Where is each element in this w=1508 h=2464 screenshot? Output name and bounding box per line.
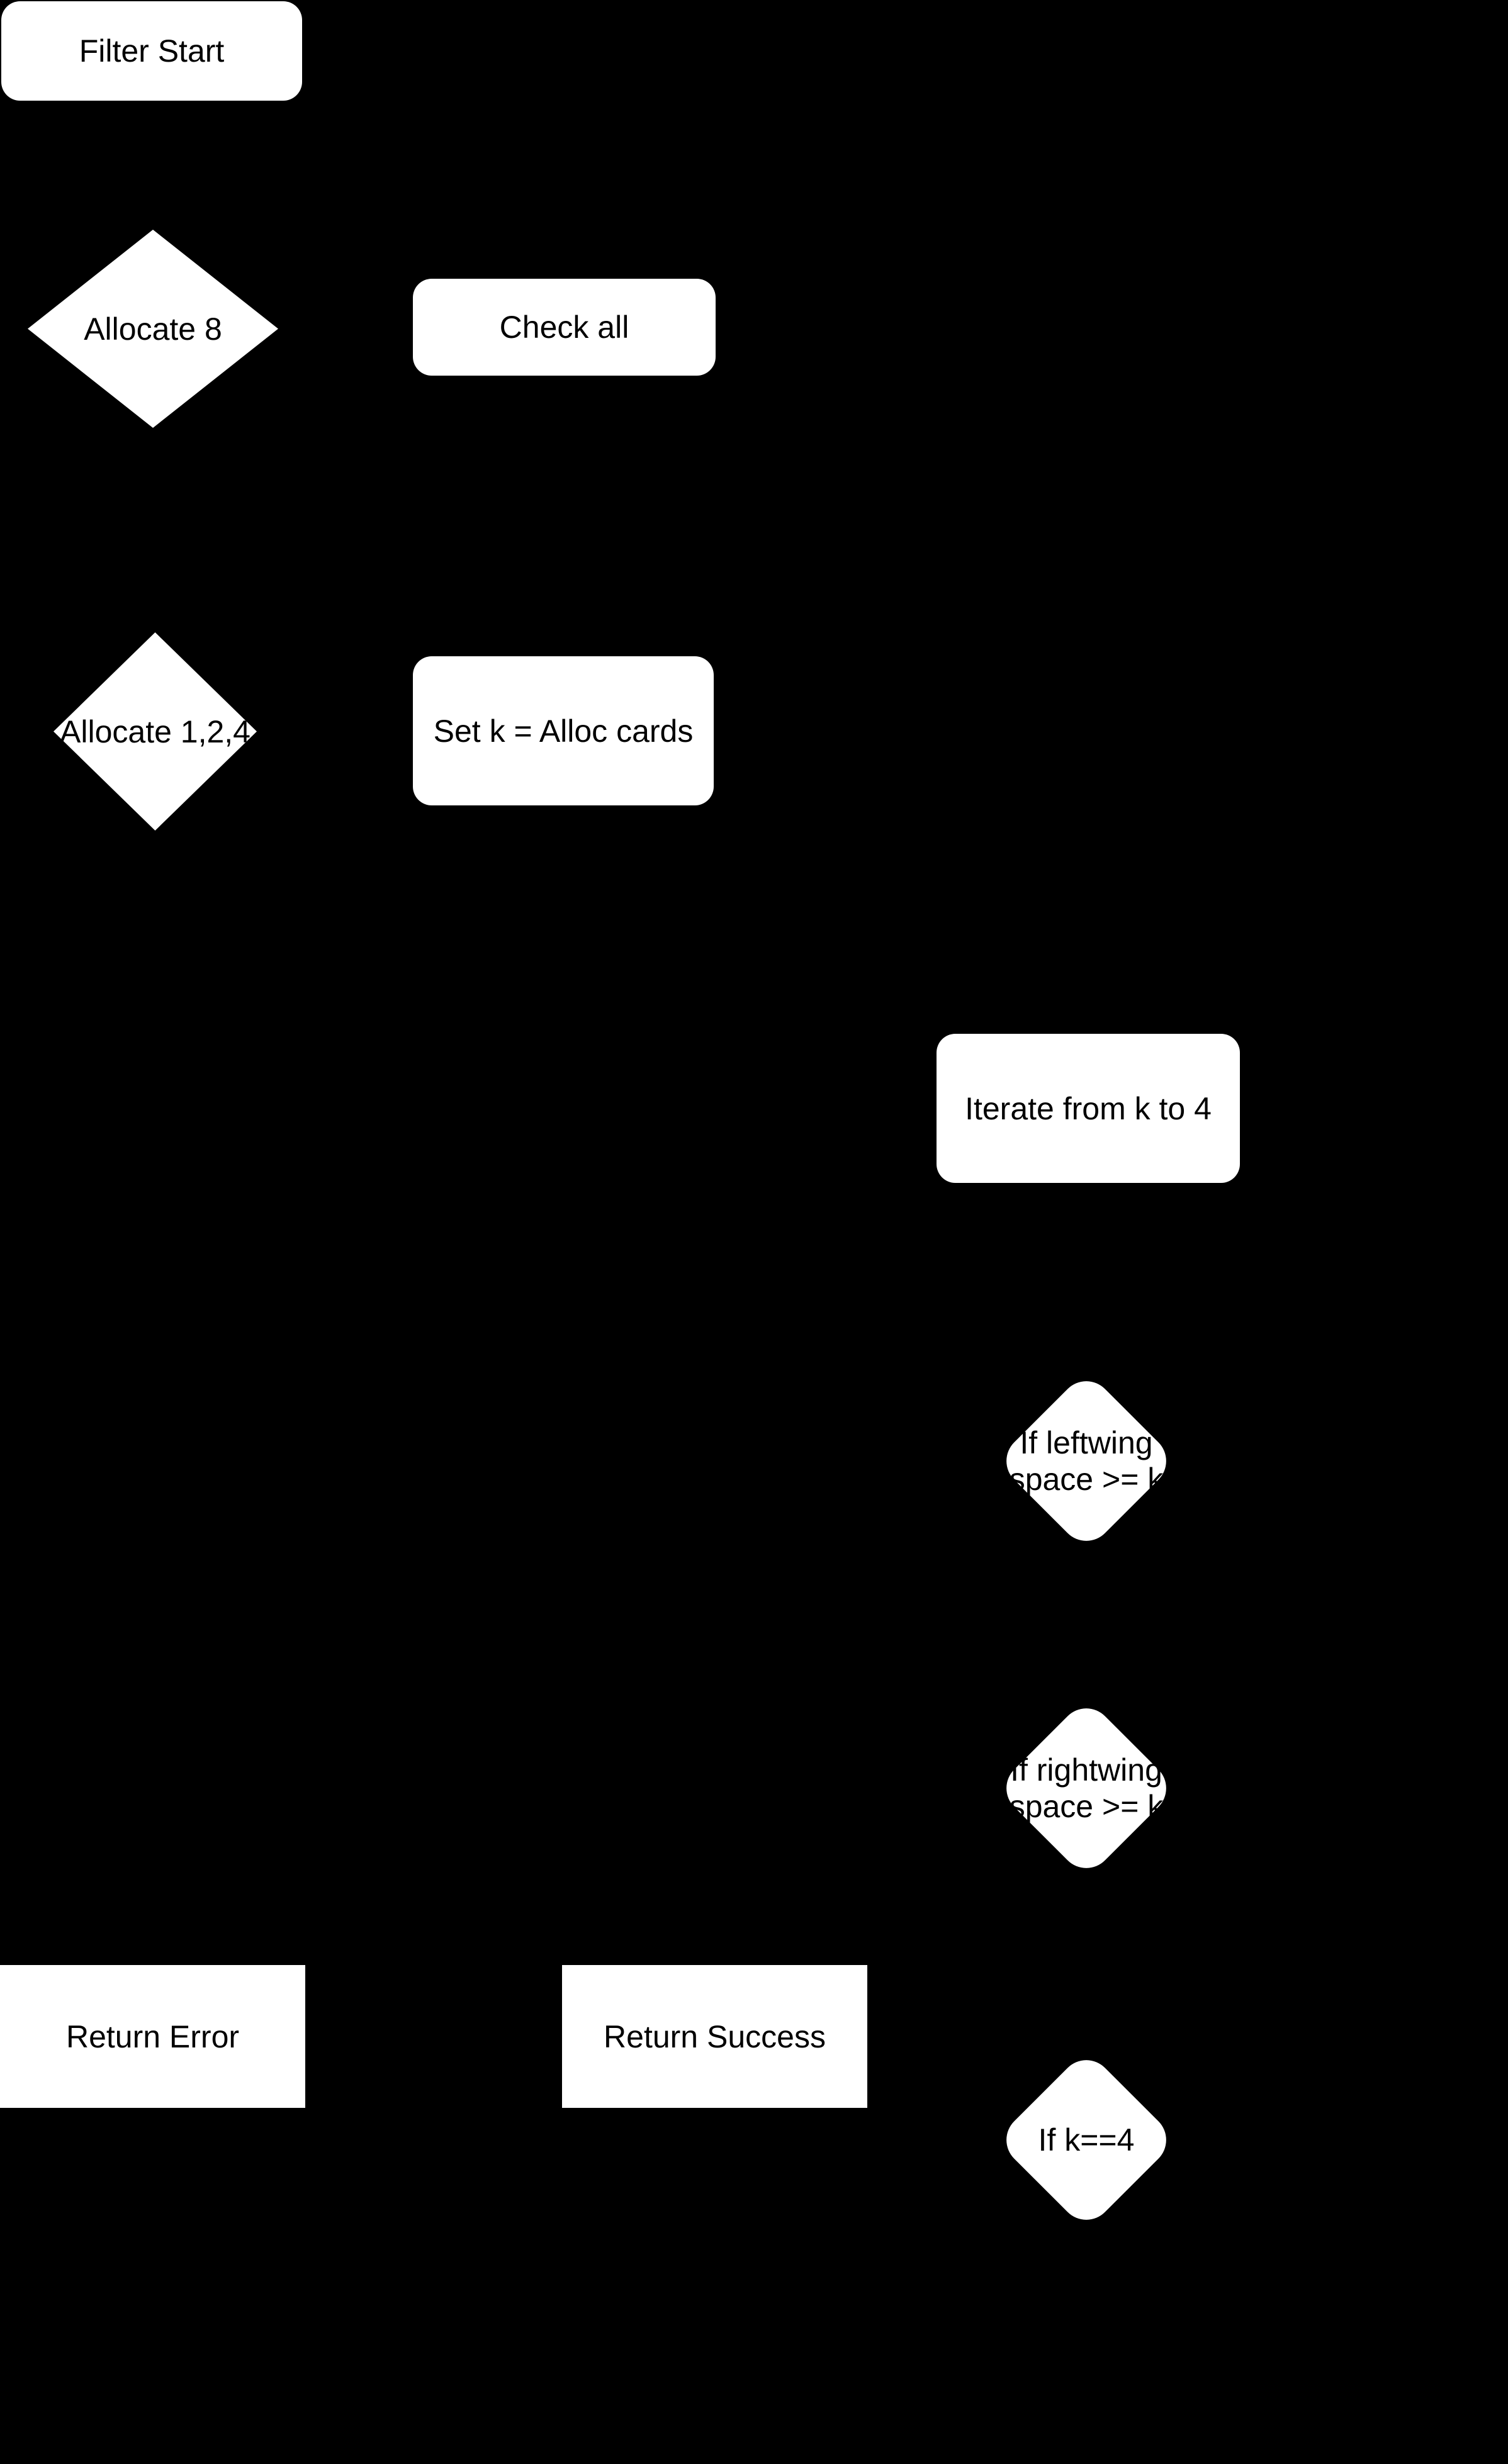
flowchart-node-set-k: Set k = Alloc cards [413, 656, 714, 805]
flowchart-node-return-success: Return Success [562, 1965, 867, 2108]
rounded-rectangle-shape [413, 279, 716, 376]
node-label: Allocate 8 [84, 311, 222, 347]
node-label-line-1: If leftwing [1020, 1425, 1153, 1460]
flowchart-node-allocate-1-2-4: Allocate 1,2,4 [53, 632, 257, 831]
flowchart-node-iterate-k-to-4: Iterate from k to 4 [937, 1034, 1240, 1183]
rounded-rectangle-shape [1, 1, 302, 101]
node-label: Return Success [604, 2019, 826, 2054]
node-label-line-2: space >= k [1009, 1789, 1164, 1824]
flowchart-node-check-all: Check all [413, 279, 716, 376]
flowchart-node-if-rightwing-space: If rightwing space >= k [995, 1697, 1178, 1879]
node-label: If leftwing space >= k [1010, 1425, 1164, 1498]
node-label: Set k = Alloc cards [433, 713, 694, 749]
flowchart-node-filter-start: Filter Start [1, 1, 302, 101]
rounded-rectangle-shape [413, 656, 714, 805]
flowchart-node-if-k-equals-4: If k==4 [995, 2049, 1178, 2231]
flowchart-node-allocate-8: Allocate 8 [28, 230, 278, 428]
rounded-rectangle-shape [937, 1034, 1240, 1183]
flowchart-node-if-leftwing-space: If leftwing space >= k [995, 1370, 1178, 1552]
flowchart-node-return-error: Return Error [0, 1965, 305, 2108]
node-label: Iterate from k to 4 [965, 1090, 1212, 1126]
node-label: Allocate 1,2,4 [60, 714, 250, 749]
rectangle-shape [562, 1965, 867, 2108]
node-label: If rightwing space >= k [1010, 1752, 1164, 1825]
node-label: Check all [499, 310, 629, 345]
node-label: Return Error [65, 2019, 240, 2054]
node-label: Filter Start [79, 33, 225, 69]
rectangle-shape [0, 1965, 305, 2108]
node-label-line-2: space >= k [1009, 1462, 1164, 1497]
node-label: If k==4 [1038, 2122, 1135, 2158]
node-label-line-1: If rightwing [1010, 1752, 1162, 1788]
